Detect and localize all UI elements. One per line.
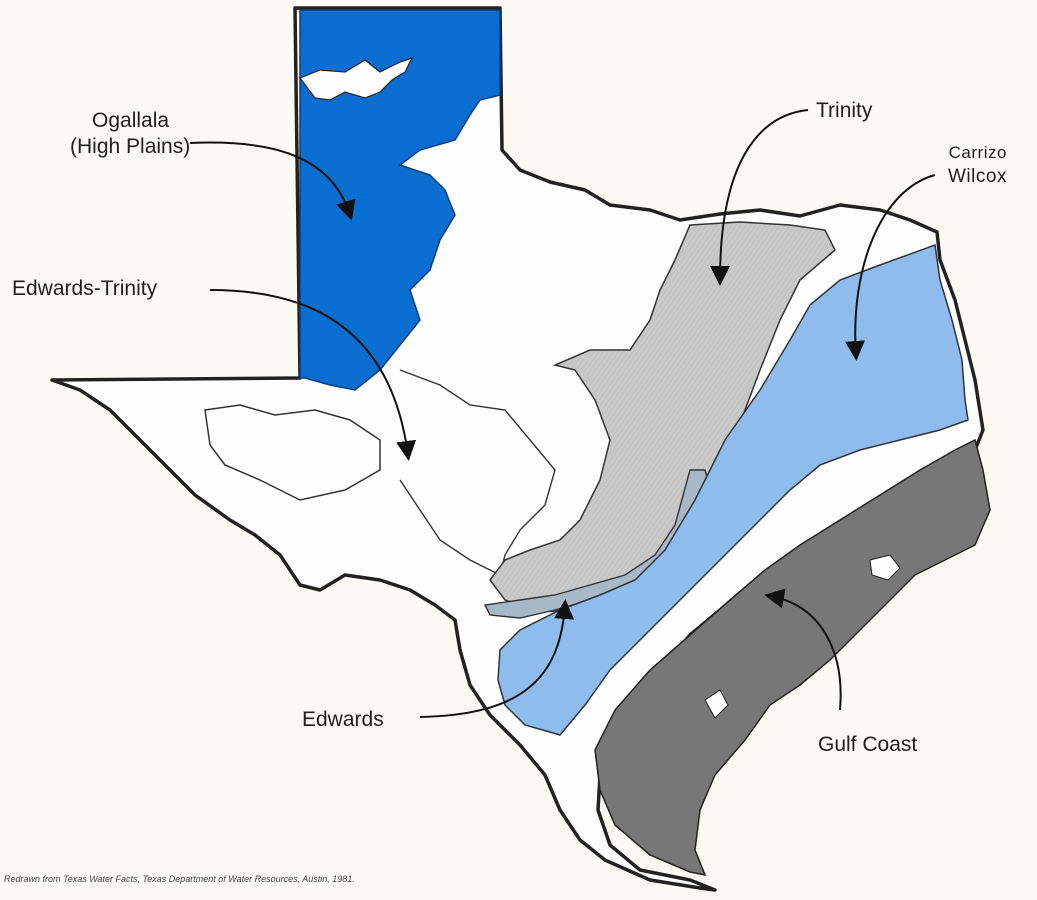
ogallala-canyon-gap [299,56,414,101]
ogallala-region [299,9,501,391]
gulf-coast-label: Gulf Coast [818,733,918,756]
source-caption: Redrawn from Texas Water Facts, Texas De… [4,874,355,884]
ogallala-label-line2: (High Plains) [70,135,191,158]
carrizo-wilcox-label: Carrizo Wilcox [948,142,1007,190]
edwards-trinity-patch-2 [399,369,556,577]
edwards-trinity-patch [204,404,381,501]
gulf-coast-arrow [764,588,842,711]
carrizo-label-line2: Wilcox [948,166,1007,187]
edwards-arrow [419,599,575,718]
ogallala-arrow [189,141,356,221]
edwards-trinity-label: Edwards-Trinity [12,277,158,300]
gulf-coast-bay [869,554,901,581]
edwards-label: Edwards [302,708,384,731]
edwards-trinity-arrow [209,289,417,461]
ogallala-label: Ogallala (High Plains) [70,108,190,160]
carrizo-wilcox-arrow [845,174,936,361]
gulf-coast-bay-2 [704,689,729,719]
gulf-coast-region [594,438,991,877]
carrizo-wilcox-region [497,243,969,736]
trinity-arrow [710,109,809,286]
trinity-label: Trinity [816,99,873,122]
carrizo-label-line1: Carrizo [948,143,1007,162]
ogallala-label-line1: Ogallala [92,109,170,132]
